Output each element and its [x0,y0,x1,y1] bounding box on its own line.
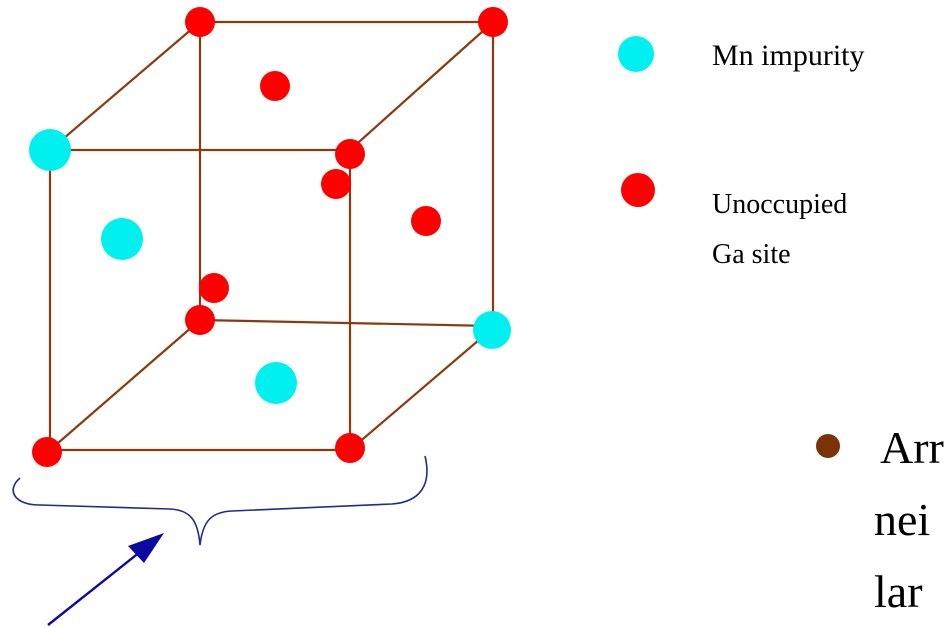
ga-site-top-face-center [321,169,351,199]
curly-brace [12,455,428,546]
mn-impurity-front-face-center [101,218,143,260]
legend-ga-line1: Unoccupied [712,189,848,220]
bullet-line-2: nei [874,494,931,545]
cube-edge-connect-bl [49,319,201,451]
bullet-text-block: Arr nei lar [874,412,944,627]
legend-ga-line2: Ga site [712,239,791,270]
ga-site-back-top-right [478,7,508,37]
cube-edge-back-bottom [199,318,494,328]
legend-mn-text: Mn impurity [712,39,865,72]
ga-site-front-bottom-left [32,437,62,467]
legend-mn-label: Mn impurity [712,36,865,77]
cube-frame [48,20,495,452]
ga-site-left-inner [199,273,229,303]
mn-impurity-front-top-left [29,129,71,171]
ga-site-back-bottom-left [185,305,215,335]
legend-mn-marker [618,36,654,72]
ga-site-back-top-left [185,7,215,37]
pointer-arrow [47,533,164,626]
ga-site-front-bottom-right [335,433,365,463]
bullet-dot [816,434,840,458]
cube-edge-connect-tl [49,21,201,151]
legend-ga-marker [621,173,655,207]
bullet-line-3: lar [874,566,923,617]
mn-impurity-bottom-face-center [255,362,297,404]
ga-site-back-face-center [260,71,290,101]
cube-edge-connect-tr [349,21,494,151]
cube-edge-connect-br [349,327,494,451]
mn-impurity-back-bottom-right [473,311,511,349]
ga-sites [32,7,508,467]
ga-site-front-top-right [335,139,365,169]
ga-site-right-face-center [411,206,441,236]
legend-ga-label: Unoccupied Ga site [712,180,932,280]
mn-impurities [29,129,511,404]
bullet-line-1: Arr [880,422,944,473]
